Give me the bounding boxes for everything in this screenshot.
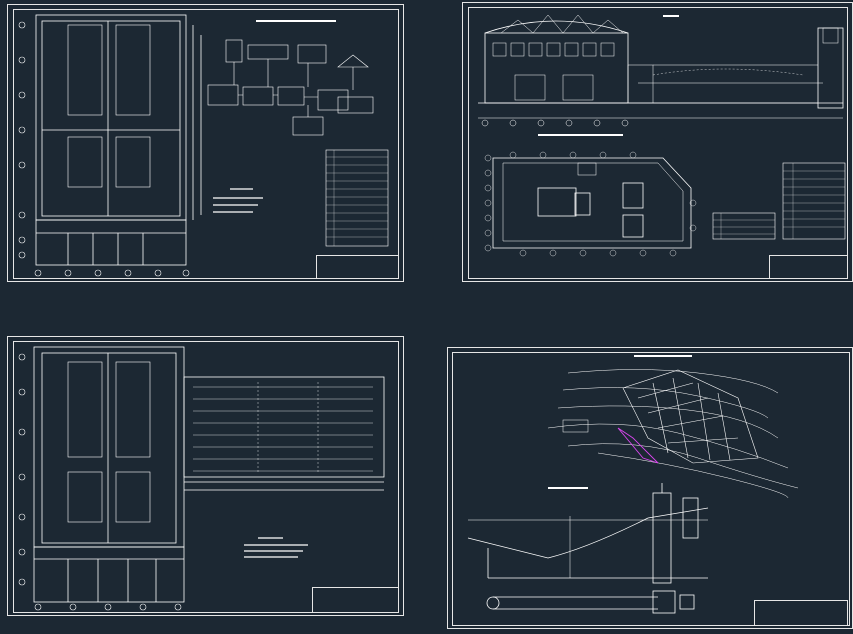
title-block-1: [316, 255, 399, 279]
elevation-siteplan-drawing: [478, 14, 846, 257]
drawing-sheet-3: [7, 336, 404, 616]
title-block-4: [754, 600, 848, 626]
filter-plan-drawing: [18, 346, 385, 611]
floor-plan-drawing: [18, 14, 389, 277]
intake-section-drawing: [467, 355, 799, 614]
drawing-sheet-4: [447, 347, 853, 629]
title-block-3: [312, 587, 399, 613]
title-block-2: [769, 255, 848, 279]
drawing-sheet-2: [462, 2, 853, 282]
drawing-sheet-1: [7, 4, 404, 282]
